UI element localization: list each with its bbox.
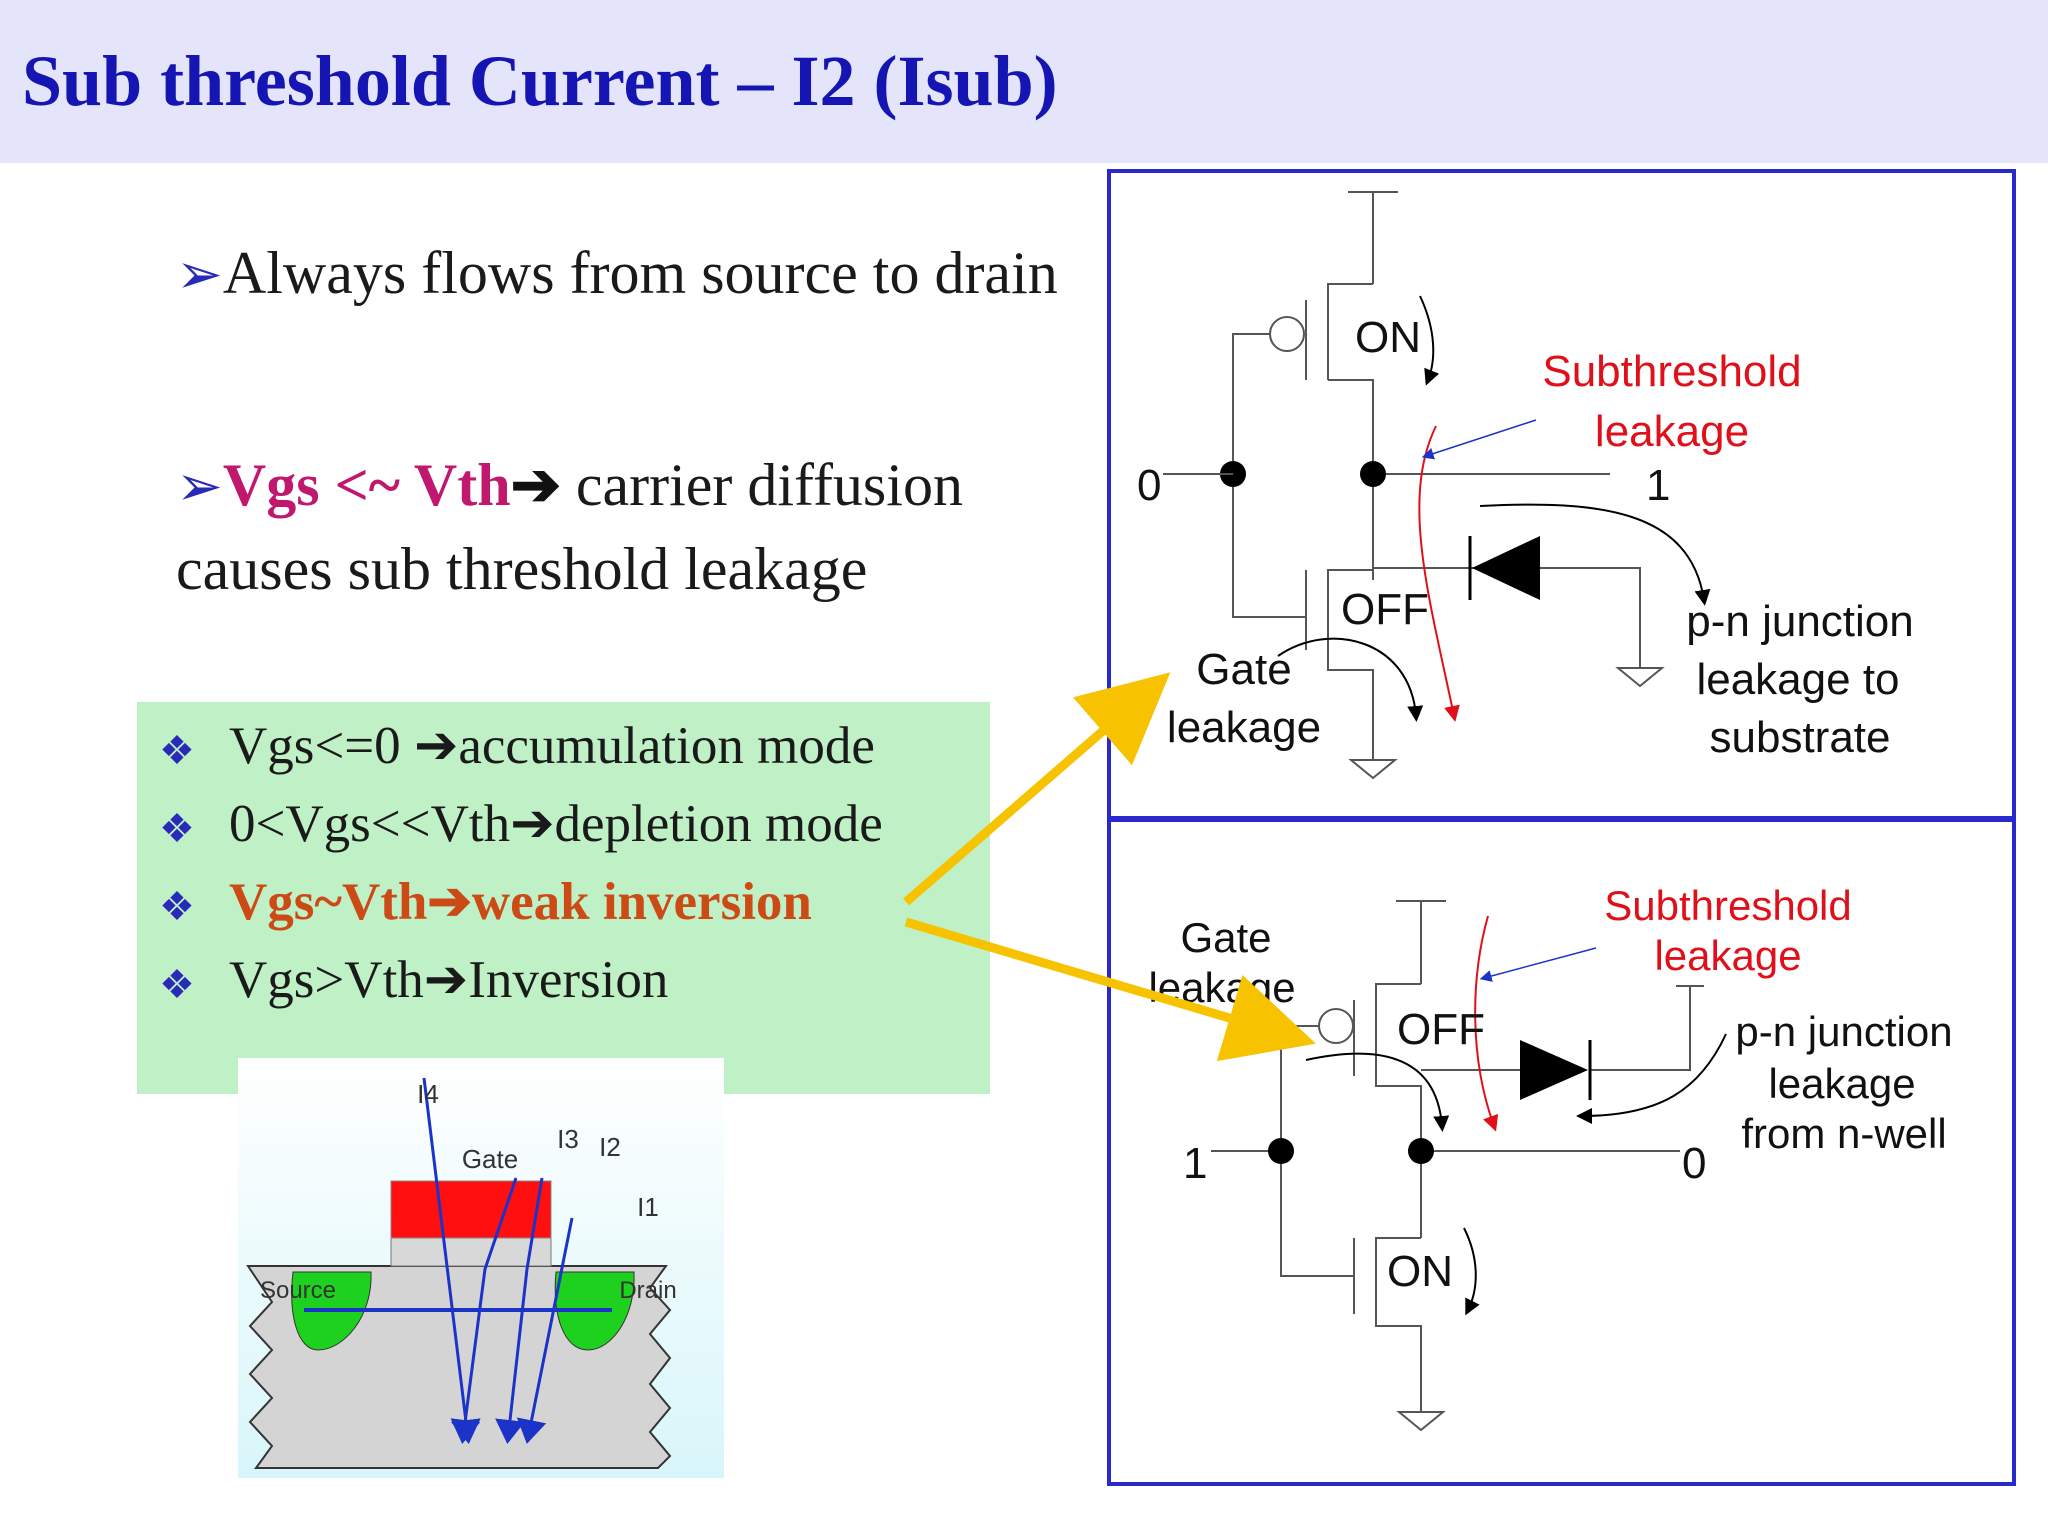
top-output-value: 1 [1646,461,1670,510]
bottom-circuit-frame [1107,816,2016,1486]
i1-arrow [516,1217,574,1444]
arrowhead-bullet-icon: ➢ [176,456,223,518]
mode-condition: Vgs>Vth [229,951,424,1009]
title-bar: Sub threshold Current – I2 (Isub) [0,0,2048,163]
bottom-on-curve [1463,1227,1480,1316]
bottom-inverter-schematic [1211,900,1704,1412]
bottom-off-label: OFF [1397,1005,1485,1054]
bottom-pn-label-1: p-n junction [1735,1008,1952,1055]
drain-label: Drain [619,1277,676,1304]
mosfet-cross-section: Gate Source Drain I4 I3 I2 I1 [238,1058,724,1478]
gate-oxide [390,1237,552,1267]
diamond-bullet-icon: ❖ [159,961,195,1007]
bullet-cause-text: carrier diffusion causes sub threshold l… [176,452,963,602]
top-circuit-frame [1107,169,2016,820]
diamond-bullet-icon: ❖ [159,805,195,851]
top-pn-curve [1479,503,1711,606]
bottom-output-value: 0 [1682,1139,1706,1188]
top-on-curve [1419,295,1440,386]
implies-arrow-icon: ➔ [427,873,472,931]
i2-label: I2 [599,1132,621,1162]
gate-poly [390,1180,552,1239]
top-gate-label-1: Gate [1196,645,1291,694]
top-ground-substrate [1615,667,1665,688]
top-subthreshold-label-2: leakage [1595,407,1749,456]
bottom-ground-nmos [1396,1411,1446,1432]
mode-name: depletion mode [554,795,883,853]
top-off-label: OFF [1341,585,1429,634]
mode-condition: 0<Vgs<<Vth [229,795,511,853]
implies-arrow-icon: ➔ [423,951,469,1009]
bottom-subthreshold-label-2: leakage [1654,932,1801,979]
i2-arrow [495,1177,544,1444]
diamond-bullet-icon: ❖ [159,727,195,773]
source-label: Source [260,1277,336,1304]
top-inverter-schematic [1232,191,1641,760]
i1-label: I1 [637,1192,659,1222]
operating-modes-box: ❖Vgs<=0 ➔accumulation mode ❖0<Vgs<<Vth➔d… [137,702,990,1094]
top-on-label: ON [1355,313,1421,362]
bottom-input-node [1268,1138,1294,1164]
top-gate-label-2: leakage [1167,703,1321,752]
bottom-pn-curve [1576,1033,1727,1124]
bottom-subthreshold-pointer [1479,947,1597,982]
top-ground-nmos [1348,759,1398,780]
i3-label: I3 [557,1124,579,1154]
top-pn-label-3: substrate [1710,713,1891,762]
mode-inversion: ❖ Vgs>Vth➔Inversion [159,950,668,1015]
bullet-subthreshold-cause: ➢Vgs <~ Vth➔ carrier diffusion causes su… [176,444,1096,610]
bottom-subthreshold-label-1: Subthreshold [1604,882,1852,929]
mode-name: accumulation mode [458,717,875,775]
implies-arrow-icon: ➔ [510,795,555,853]
top-input-value: 0 [1137,461,1161,510]
bottom-gate-label-2: leakage [1148,964,1295,1011]
top-input-node [1220,461,1246,487]
bottom-input-value: 1 [1183,1139,1207,1188]
bottom-pn-label-2: leakage [1768,1060,1915,1107]
i4-arrow [422,1077,481,1444]
bottom-pn-diode [1520,1040,1588,1100]
bottom-gate-leak-curve [1305,1052,1450,1132]
bullet-flow-text: Always flows from source to drain [222,240,1058,306]
top-pn-label-2: leakage to [1696,655,1899,704]
i4-label: I4 [417,1079,439,1109]
top-subthreshold-label-1: Subthreshold [1542,347,1801,396]
gate-label: Gate [462,1144,518,1174]
top-subthreshold-pointer [1421,419,1537,460]
mode-name: Inversion [468,951,669,1009]
top-pn-diode [1472,536,1540,600]
implies-arrow-icon: ➔ [510,452,561,518]
slide-title: Sub threshold Current – I2 (Isub) [22,41,1058,121]
mode-condition: Vgs~Vth [229,873,428,931]
mode-accumulation: ❖ Vgs<=0 ➔accumulation mode [159,716,875,781]
bottom-gate-label-1: Gate [1180,914,1271,961]
bottom-on-label: ON [1387,1247,1453,1296]
bullet-flow-direction: ➢Always flows from source to drain [176,232,1086,316]
arrowhead-bullet-icon: ➢ [176,244,223,306]
mode-name: weak inversion [471,873,812,931]
mode-depletion: ❖ 0<Vgs<<Vth➔depletion mode [159,794,883,859]
vgs-vth-condition: Vgs <~ Vth [222,452,511,518]
bottom-output-node [1408,1138,1434,1164]
top-gate-leak-curve [1277,637,1424,722]
bottom-subthreshold-curve [1474,915,1499,1132]
top-pmos-gate-bubble [1269,316,1305,352]
i3-arrow [450,1177,518,1444]
bottom-pn-label-3: from n-well [1741,1110,1946,1157]
top-subthreshold-curve [1418,425,1460,722]
diamond-bullet-icon: ❖ [159,883,195,929]
implies-arrow-icon: ➔ [413,717,459,775]
top-pn-label-1: p-n junction [1686,597,1913,646]
mode-weak-inversion: ❖ Vgs~Vth➔weak inversion [159,872,812,937]
mode-condition: Vgs<=0 [229,717,414,775]
top-output-node [1360,461,1386,487]
bottom-pmos-gate-bubble [1318,1008,1354,1044]
